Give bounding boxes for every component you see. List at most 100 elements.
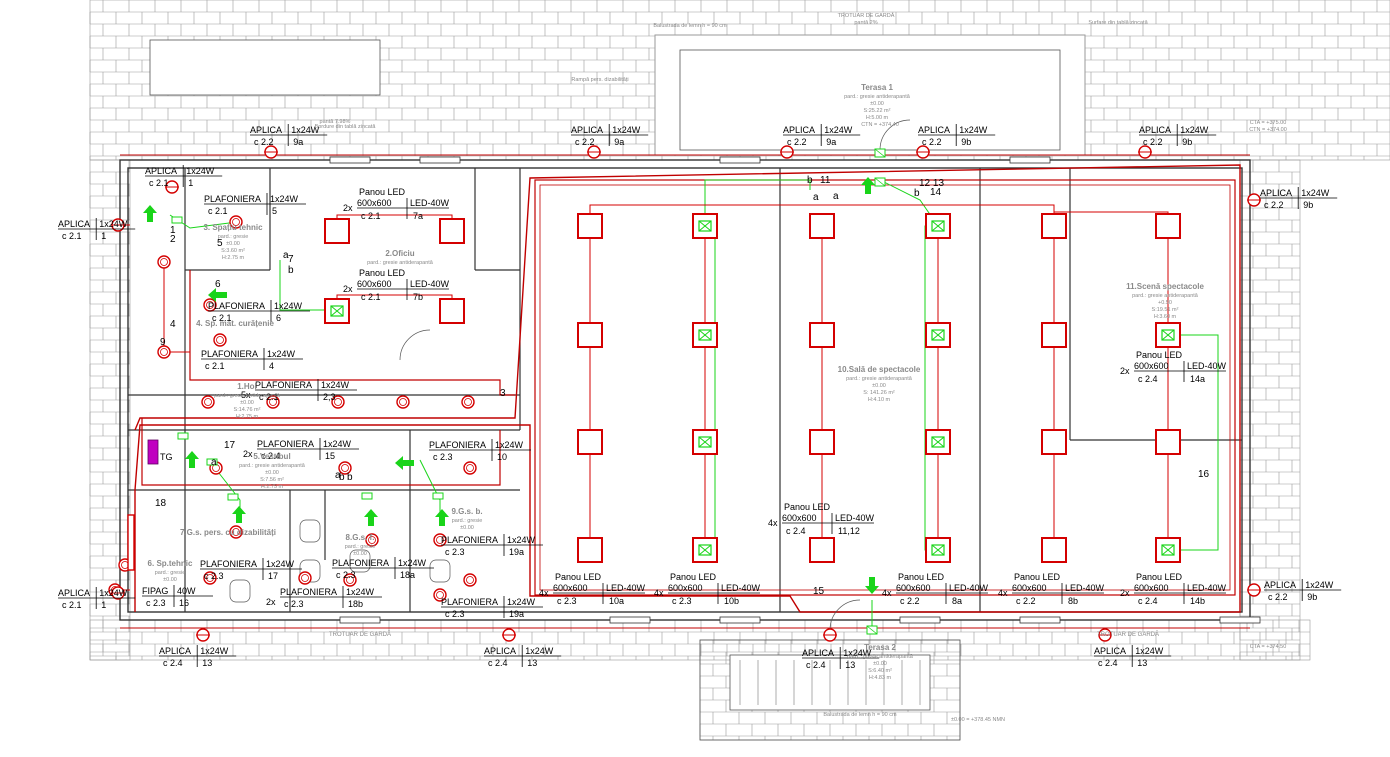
site-note: CTN = +374.40 (861, 122, 899, 128)
led-panel-emergency (324, 298, 350, 324)
led-panel (809, 322, 835, 348)
emergency-marker (206, 458, 218, 466)
site-note: Bordure din tablă zincată (315, 124, 377, 130)
fixture-type: APLICA (1094, 646, 1126, 656)
wall-applique (1247, 193, 1261, 207)
emergency-module (698, 220, 712, 232)
window (719, 156, 761, 164)
exit-sign-arrow-icon (208, 288, 227, 302)
circuit-ref: c 2.3 (146, 598, 166, 608)
exit-sign-arrow-icon (364, 509, 378, 526)
ceiling-light (365, 533, 379, 547)
led-panel-emergency (1155, 537, 1181, 563)
fixture-spec: 1x24W (323, 439, 352, 449)
building-walls (119, 119, 1261, 631)
wall-applique (1247, 583, 1261, 597)
panel-quantity: 4x (539, 588, 549, 598)
arrow-shape (143, 205, 157, 222)
circuit-ref: c 2.4 (261, 451, 281, 461)
circuit-number: 7b (413, 292, 423, 302)
emergency-module-x (698, 544, 712, 556)
fixture-spec: 1x24W (1305, 580, 1334, 590)
site-note: Surfare din tablă zincată (1088, 20, 1148, 26)
wall-applique (264, 145, 278, 159)
room-name: 4. Sp. mat. curățenie (196, 319, 274, 328)
room-detail: S: 141.26 m² (863, 390, 895, 396)
light-ring-inner (436, 591, 444, 599)
circuit-number: 14a (1190, 374, 1205, 384)
switch-mark: 3 (500, 388, 506, 399)
site-note: Balustrada de lemn h = 90 cm (653, 23, 727, 29)
door-swing (879, 119, 911, 151)
arrow-shape (435, 509, 449, 526)
led-panel-emergency (925, 537, 951, 563)
room-name: 10.Sală de spectacole (838, 365, 921, 374)
switch-mark: a (335, 470, 341, 481)
room-detail: H:3.60 m (1154, 314, 1177, 320)
circuit-number: 10 (497, 452, 507, 462)
circuit-number: 10a (609, 596, 624, 606)
ceiling-light (343, 573, 357, 587)
room-detail: H:2.75 m (222, 255, 245, 261)
led-panel (809, 537, 835, 563)
led-panel-body (1041, 213, 1067, 239)
wall-applique (916, 145, 930, 159)
room-detail: H:5.00 m (866, 115, 889, 121)
led-panel-emergency (925, 429, 951, 455)
site-note: TROTUAR DE GARDĂ (560, 615, 562, 616)
room-detail: pard.: gresie antiderapantă (847, 654, 914, 660)
fixture-type: APLICA (58, 588, 90, 598)
circuit-number: 11,12 (838, 526, 860, 536)
led-panel-body (439, 218, 465, 244)
light-ring-inner (206, 574, 214, 582)
room-detail: pard.: gresie (452, 518, 483, 524)
switch-mark: a (211, 457, 217, 468)
room-detail: pard.: gresie antiderapantă (1132, 293, 1199, 299)
panel-size: 600x600 (357, 279, 392, 289)
wall-applique (823, 628, 837, 642)
fixture-spec: 1x24W (270, 194, 299, 204)
fixture-type: PLAFONIERA (441, 597, 498, 607)
emergency-module-x (330, 305, 344, 317)
light-ring (201, 395, 215, 409)
ramp-area (149, 39, 381, 96)
fixture-spec: 1x24W (99, 219, 128, 229)
arrow-shape (232, 506, 246, 523)
led-panel-body (1041, 322, 1067, 348)
led-panel (1041, 213, 1067, 239)
panel-spec: LED-40W (606, 583, 646, 593)
room-detail: S:6.40 m² (868, 668, 892, 674)
distribution-board-label: TG (160, 452, 173, 462)
circuit-number: 17 (268, 571, 278, 581)
site-note: pantă 7.98% (320, 119, 351, 125)
circuit-ref: c 2.2 (1268, 592, 1288, 602)
circuit-ref: c 2.3 (433, 452, 453, 462)
circuit-number: 19a (509, 547, 524, 557)
circuit-number: 13 (527, 658, 537, 668)
led-panel-body (809, 429, 835, 455)
light-ring (433, 588, 447, 602)
oficiu-circuit (336, 294, 453, 311)
ceiling-light (229, 215, 243, 229)
fixture-type: PLAFONIERA (201, 349, 258, 359)
fixture-spec: 1x24W (186, 166, 215, 176)
light-ring-inner (346, 576, 354, 584)
room-detail: ±0.00 (265, 470, 279, 476)
exit-sign-arrow-icon (865, 577, 879, 594)
panel-spec: LED-40W (1187, 361, 1227, 371)
led-panel (1041, 537, 1067, 563)
window (899, 616, 941, 624)
light-ring (461, 395, 475, 409)
led-panel-emergency (1155, 322, 1181, 348)
site-note: CTN = +374.00 (1249, 127, 1287, 133)
circuit-ref: c 2.2 (254, 137, 274, 147)
